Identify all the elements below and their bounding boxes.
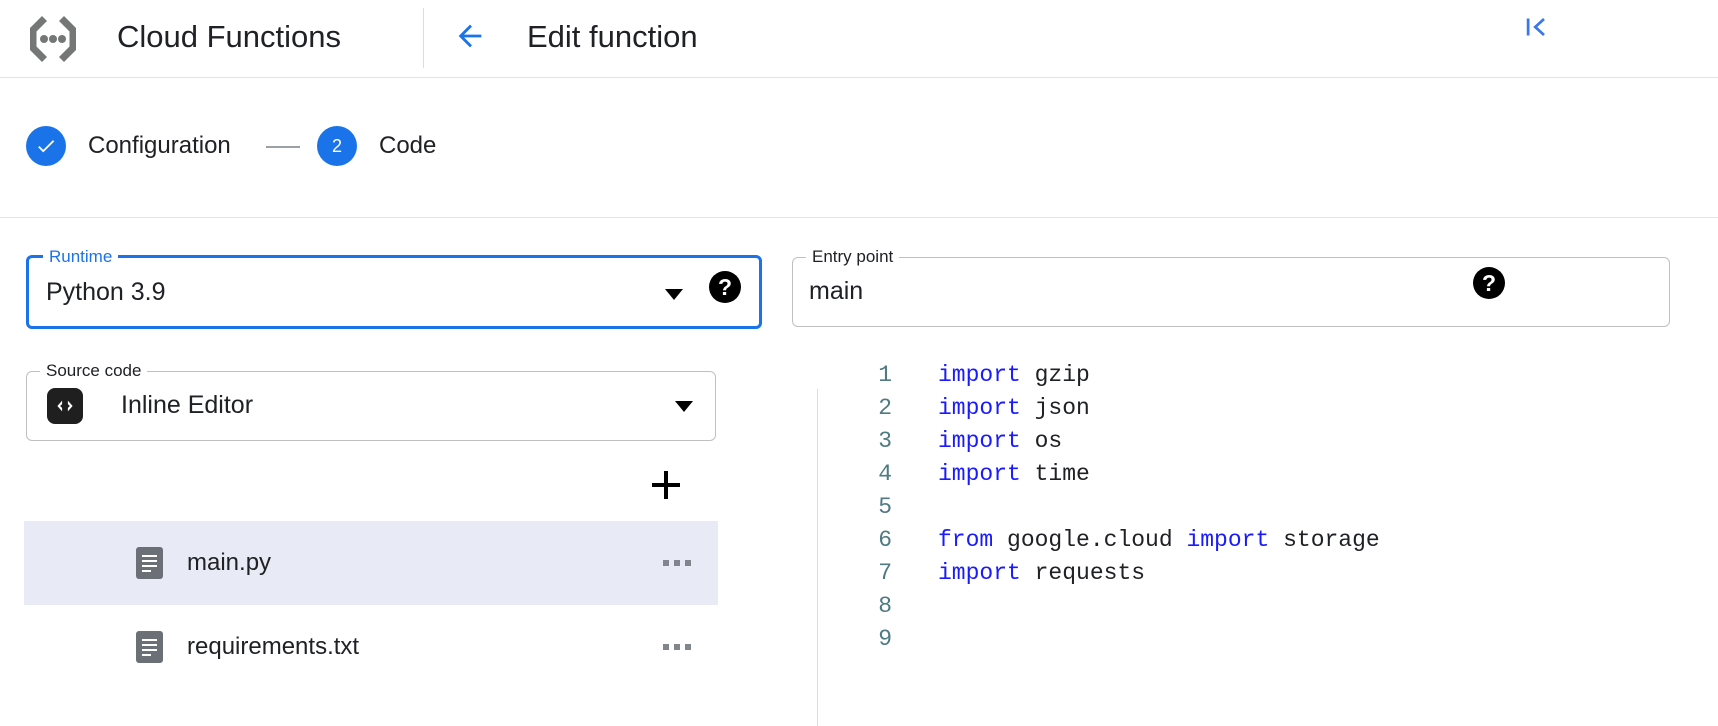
code-identifier: os <box>1020 428 1063 454</box>
page-title: Edit function <box>527 19 698 54</box>
entry-point-field[interactable]: Entry point main <box>792 247 1670 327</box>
collapse-panel-button[interactable] <box>1516 9 1556 49</box>
code-text: import json <box>938 392 1090 425</box>
entry-point-value[interactable]: main <box>809 277 864 305</box>
code-text: from google.cloud import storage <box>938 524 1380 557</box>
code-line[interactable]: 8 <box>858 590 1708 623</box>
arrow-left-icon <box>453 19 487 58</box>
code-line[interactable]: 9 <box>858 623 1708 656</box>
runtime-label: Runtime <box>43 247 119 267</box>
line-number: 4 <box>878 461 892 487</box>
back-button[interactable] <box>446 14 494 62</box>
line-number: 5 <box>878 494 892 520</box>
code-keyword: import <box>1186 527 1270 553</box>
product-title: Cloud Functions <box>117 19 342 54</box>
cloud-functions-logo <box>22 8 84 70</box>
runtime-value: Python 3.9 <box>46 278 166 306</box>
code-text: import gzip <box>938 359 1090 392</box>
code-line[interactable]: 3 import os <box>858 425 1708 458</box>
code-line[interactable]: 4 import time <box>858 458 1708 491</box>
code-identifier: json <box>1020 395 1090 421</box>
code-line[interactable]: 6 from google.cloud import storage <box>858 524 1708 557</box>
chevron-down-icon[interactable] <box>675 401 693 412</box>
code-text: import os <box>938 425 1062 458</box>
entry-point-help-icon[interactable]: ? <box>1473 267 1505 299</box>
code-text: import time <box>938 458 1090 491</box>
line-number: 8 <box>878 593 892 619</box>
line-number: 6 <box>878 527 892 553</box>
code-line[interactable]: 2 import json <box>858 392 1708 425</box>
source-code-value: Inline Editor <box>121 391 254 419</box>
code-line[interactable]: 7 import requests <box>858 557 1708 590</box>
step-marker-2: 2 <box>317 126 357 166</box>
code-keyword: import <box>938 395 1021 421</box>
code-identifier: requests <box>1020 560 1146 586</box>
stepper-label-code: Code <box>379 132 437 159</box>
entry-point-label: Entry point <box>806 247 900 267</box>
runtime-help-icon[interactable]: ? <box>709 271 741 303</box>
content-area: Runtime Python 3.9 ? Entry point main ? … <box>0 219 1718 726</box>
file-name: main.py <box>187 549 272 576</box>
stepper-step-code[interactable]: 2 Code <box>317 126 436 166</box>
pane-divider <box>817 389 818 726</box>
more-options-icon[interactable] <box>657 634 697 660</box>
chevron-down-icon[interactable] <box>665 289 683 300</box>
step-marker-complete <box>26 126 66 166</box>
line-number: 7 <box>878 560 892 586</box>
stepper-label-configuration: Configuration <box>88 132 231 159</box>
file-list: main.py requirements.txt <box>24 521 718 689</box>
more-options-icon[interactable] <box>657 550 697 576</box>
file-icon <box>136 631 163 663</box>
file-icon <box>136 547 163 579</box>
code-keyword: import <box>938 428 1021 454</box>
code-keyword: from <box>938 527 994 553</box>
code-keyword: import <box>938 362 1021 388</box>
collapse-panel-icon <box>1521 12 1551 47</box>
stepper-connector <box>266 146 300 148</box>
code-keyword: import <box>938 461 1021 487</box>
header-divider <box>423 8 424 68</box>
code-brackets-icon <box>47 388 83 424</box>
code-editor[interactable]: 1 import gzip 2 import json 3 import os 4 impor… <box>858 359 1708 656</box>
code-identifier: gzip <box>1020 362 1090 388</box>
file-list-item-requirements-txt[interactable]: requirements.txt <box>24 605 718 689</box>
source-code-select[interactable]: Source code Inline Editor <box>26 361 716 441</box>
line-number: 1 <box>878 362 892 388</box>
line-number: 3 <box>878 428 892 454</box>
code-identifier: storage <box>1269 527 1380 553</box>
runtime-select[interactable]: Runtime Python 3.9 <box>26 247 762 329</box>
line-number: 2 <box>878 395 892 421</box>
code-keyword: import <box>938 560 1021 586</box>
stepper-step-configuration[interactable]: Configuration <box>26 126 231 166</box>
file-name: requirements.txt <box>187 633 360 660</box>
app-header: Cloud Functions Edit function <box>0 0 1718 78</box>
progress-stepper: Configuration 2 Code <box>0 78 1718 218</box>
code-identifier: time <box>1020 461 1090 487</box>
code-line[interactable]: 5 <box>858 491 1708 524</box>
line-number: 9 <box>878 626 892 652</box>
code-line[interactable]: 1 import gzip <box>858 359 1708 392</box>
source-code-label: Source code <box>40 361 148 381</box>
add-file-button[interactable] <box>644 463 688 507</box>
file-list-item-main-py[interactable]: main.py <box>24 521 718 605</box>
code-text: import requests <box>938 557 1145 590</box>
add-file-icon <box>652 471 680 499</box>
code-identifier: google.cloud <box>993 527 1187 553</box>
